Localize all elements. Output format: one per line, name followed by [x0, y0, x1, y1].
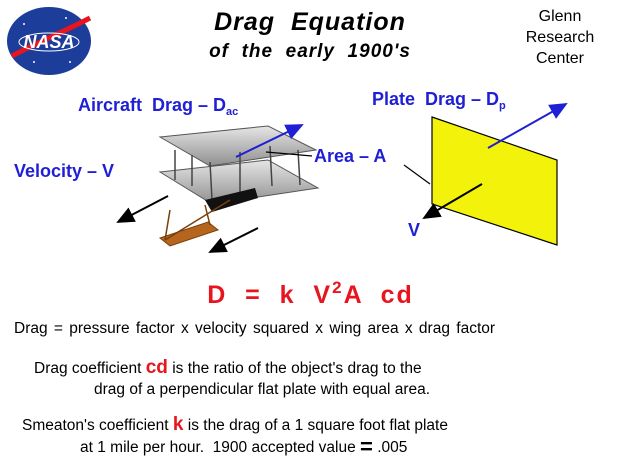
k-line-2: at 1 mile per hour. 1900 accepted value	[80, 439, 361, 456]
center-line-2: Research	[525, 29, 595, 46]
cd-symbol: cd	[145, 357, 168, 378]
lower-wing	[158, 159, 320, 205]
velocity-arrow-1	[116, 195, 169, 223]
cd-description: is the ratio of the object's drag to the	[167, 360, 422, 377]
plate-velocity-arrow	[422, 183, 483, 220]
smeaton-coefficient-paragraph: Smeaton's coefficient k is the drag of a…	[22, 414, 448, 458]
area-leader-line-plate	[403, 164, 431, 185]
aircraft-drag-text: Aircraft Drag – D	[78, 95, 227, 115]
velocity-label: Velocity – V	[14, 161, 115, 181]
page-title: Drag Equation	[214, 8, 406, 36]
center-name: Glenn Research Center	[515, 6, 605, 69]
plate-velocity-label: V	[408, 220, 421, 240]
plate-drag-text: Plate Drag – D	[372, 89, 500, 109]
aircraft-drag-label: Aircraft Drag – Dac	[78, 95, 238, 118]
k-value: .005	[372, 439, 408, 456]
plate-drag-arrow	[487, 103, 568, 149]
equation-exponent: 2	[332, 278, 344, 297]
flat-plate	[431, 116, 558, 246]
velocity-arrow-2	[208, 227, 259, 253]
nasa-logo: NASA	[7, 7, 92, 75]
formula-in-words: Drag = pressure factor x velocity square…	[14, 320, 496, 337]
area-leader-line	[265, 151, 313, 157]
k-symbol: k	[172, 414, 184, 435]
center-line-1: Glenn	[538, 8, 582, 25]
cd-line-2: drag of a perpendicular flat plate with …	[94, 381, 431, 398]
area-label: Area – A	[314, 146, 387, 166]
equation-rhs: A cd	[343, 281, 414, 309]
aircraft-drag-arrow	[235, 124, 304, 158]
center-line-3: Center	[535, 50, 585, 67]
k-equals-sign: =	[360, 434, 373, 459]
engine	[205, 188, 258, 212]
drag-equation: D = k V2A cd	[0, 278, 621, 310]
aircraft-illustration	[158, 125, 320, 247]
k-description: is the drag of a 1 square foot flat plat…	[183, 417, 448, 434]
aircraft-drag-subscript: ac	[226, 106, 239, 118]
cd-intro: Drag coefficient	[34, 360, 146, 377]
k-intro: Smeaton's coefficient	[22, 417, 173, 434]
plate-drag-label: Plate Drag – Dp	[372, 89, 506, 112]
drag-coefficient-paragraph: Drag coefficient cd is the ratio of the …	[34, 357, 430, 400]
skid-frame	[158, 221, 220, 247]
upper-wing	[158, 125, 318, 167]
equation-lhs: D = k V	[207, 281, 333, 309]
title-block: Drag Equation of the early 1900's	[160, 8, 460, 63]
plate-drag-subscript: p	[499, 100, 506, 112]
nasa-logo-text: NASA	[23, 32, 74, 52]
page-subtitle: of the early 1900's	[209, 41, 411, 62]
